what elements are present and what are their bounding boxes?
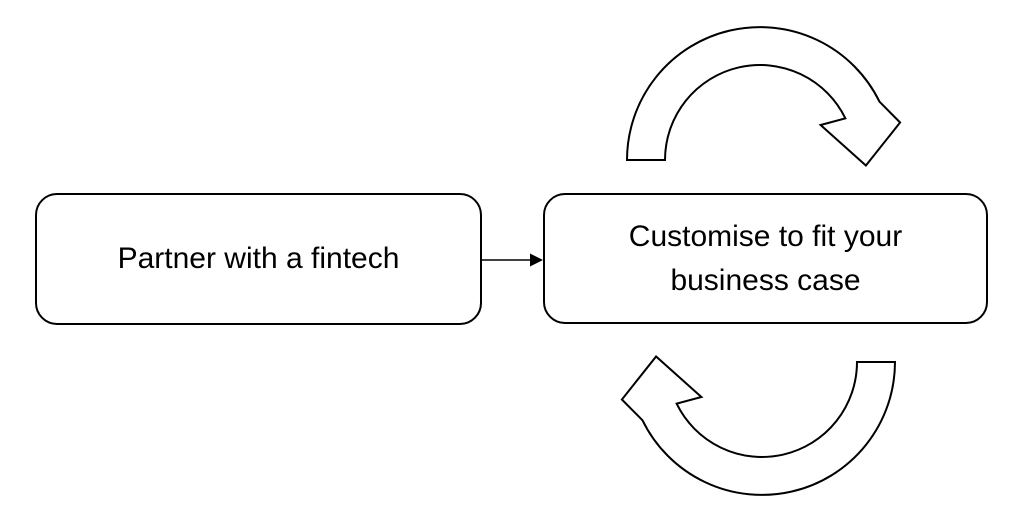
- cycle-arrow-top-icon: [625, 26, 902, 167]
- node-partner-with-a-fintech: Partner with a fintech: [35, 193, 482, 325]
- node-label: Partner with a fintech: [117, 242, 400, 276]
- node-customise-to-fit-your-business-case: Customise to fit your business case: [543, 193, 988, 324]
- node-label: Customise to fit your business case: [628, 220, 903, 297]
- arrow-right-icon: [482, 253, 543, 267]
- cycle-arrow-bottom-icon: [620, 355, 897, 496]
